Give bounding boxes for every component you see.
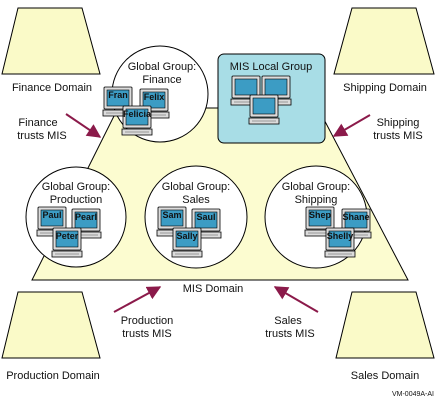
shipping-trust-label-1: Shipping [377, 117, 420, 129]
svg-text:Saul: Saul [196, 212, 215, 222]
sales-trust-label-2: trusts MIS [265, 328, 315, 340]
global-group-finance-title: Global Group: [128, 61, 196, 73]
sales-user-saul: Saul [190, 208, 222, 239]
svg-text:Shep: Shep [309, 210, 332, 220]
sales-domain-label: Sales Domain [351, 370, 419, 382]
svg-text:Sally: Sally [176, 231, 197, 241]
production-domain-shape [1, 291, 101, 359]
finance-trust-label-1: Finance [18, 117, 57, 129]
shipping-user-shelly: Shelly [324, 227, 356, 258]
figure-id: VM-0049A-AI [392, 391, 434, 398]
shipping-domain-label: Shipping Domain [343, 82, 427, 94]
mis-local-group-label: MIS Local Group [230, 61, 313, 73]
finance-user-fran: Fran [102, 86, 134, 117]
shipping-user-shep: Shep [304, 206, 336, 237]
svg-text:Shelly: Shelly [327, 231, 354, 241]
svg-text:Shane: Shane [342, 212, 369, 222]
shipping-trust-arrow [332, 114, 371, 137]
production-trust-label-1: Production [121, 315, 174, 327]
production-domain-label: Production Domain [6, 370, 100, 382]
global-group-production-name: Production [50, 194, 103, 206]
global-group-shipping-name: Shipping [295, 194, 338, 206]
svg-text:Pearl: Pearl [75, 212, 97, 222]
sales-user-sally: Sally [171, 227, 203, 258]
global-group-shipping-title: Global Group: [282, 181, 350, 193]
finance-domain-shape [1, 7, 101, 75]
global-group-production-title: Global Group: [42, 181, 110, 193]
finance-trust-arrow [65, 113, 102, 138]
global-group-sales-title: Global Group: [162, 181, 230, 193]
svg-text:Sam: Sam [162, 210, 181, 220]
svg-text:Fran: Fran [108, 90, 128, 100]
sales-trust-arrow [273, 286, 319, 313]
global-group-finance-name: Finance [142, 74, 181, 86]
finance-user-felix: Felix [138, 88, 170, 119]
shipping-user-shane: Shane [340, 208, 372, 239]
shipping-domain-shape [333, 7, 435, 75]
sales-user-sam: Sam [156, 206, 188, 237]
global-group-sales-name: Sales [182, 194, 210, 206]
sales-domain-shape [335, 291, 435, 359]
shipping-trust-label-2: trusts MIS [373, 130, 423, 142]
svg-text:Peter: Peter [56, 231, 79, 241]
production-user-pearl: Pearl [70, 208, 102, 239]
production-user-peter: Peter [51, 227, 83, 258]
svg-text:Paul: Paul [42, 210, 61, 220]
production-trust-label-2: trusts MIS [122, 328, 172, 340]
production-trust-arrow [113, 286, 162, 313]
svg-text:Felix: Felix [144, 92, 165, 102]
sales-trust-label-1: Sales [274, 315, 302, 327]
finance-user-felicia: Felicia [121, 105, 153, 136]
finance-domain-label: Finance Domain [12, 82, 92, 94]
svg-text:Felicia: Felicia [123, 109, 152, 119]
mis-domain-label: MIS Domain [183, 283, 244, 295]
production-user-paul: Paul [36, 206, 68, 237]
finance-trust-label-2: trusts MIS [17, 130, 67, 142]
